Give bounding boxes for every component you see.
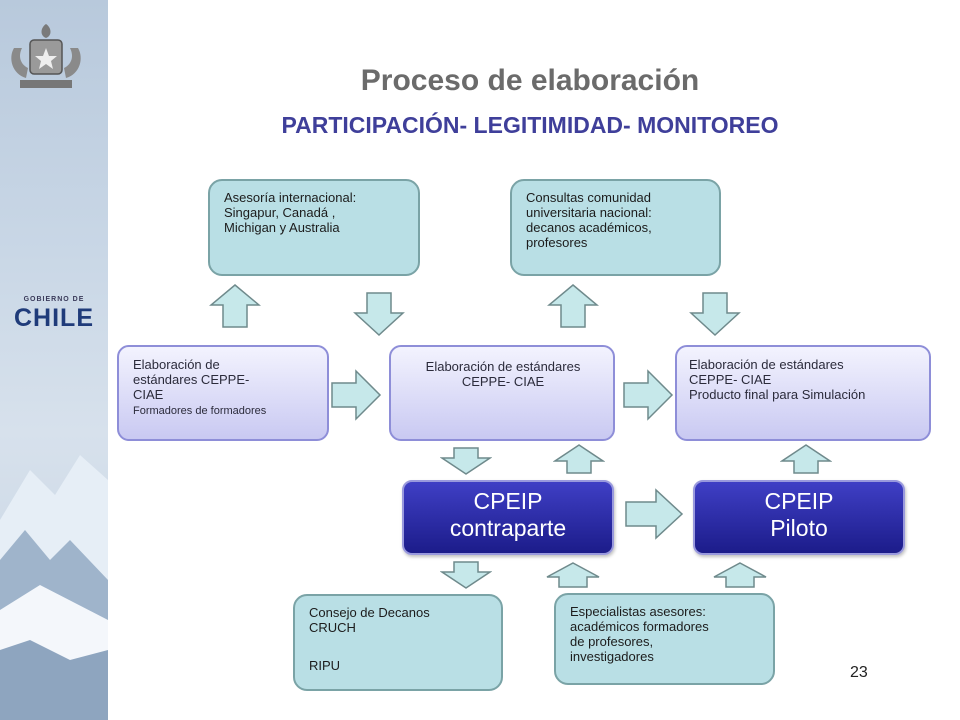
- page-number: 23: [850, 664, 868, 681]
- slide-title: Proceso de elaboración: [360, 64, 700, 97]
- elaboracion-formadores-box: Elaboración de estándares CEPPE- CIAE Fo…: [117, 345, 329, 441]
- box-note: Formadores de formadores: [133, 405, 267, 417]
- box-line: Especialistas asesores:: [570, 604, 706, 619]
- box-line: CIAE: [133, 387, 164, 402]
- box-line: decanos académicos,: [526, 220, 652, 235]
- box-line: CRUCH: [309, 620, 356, 635]
- mountain-strip: GOBIERNO DE CHILE: [0, 0, 108, 720]
- box-line: CPEIP: [764, 488, 834, 514]
- arrow-right-icon: [622, 369, 674, 421]
- box-line: Elaboración de estándares: [425, 359, 581, 374]
- arrow-up-icon: [553, 443, 605, 475]
- box-line: RIPU: [309, 658, 341, 673]
- box-line: contraparte: [449, 515, 567, 541]
- especialistas-asesores-box: Especialistas asesores: académicos forma…: [554, 593, 775, 685]
- arrow-down-icon: [353, 291, 405, 337]
- asesoria-internacional-box: Asesoría internacional: Singapur, Canadá…: [208, 179, 420, 276]
- cpeip-piloto-box: CPEIP Piloto: [693, 480, 905, 555]
- slide-subtitle: PARTICIPACIÓN- LEGITIMIDAD- MONITOREO: [281, 112, 779, 138]
- arrow-right-icon: [624, 488, 684, 540]
- box-line: Consultas comunidad: [526, 190, 652, 205]
- arrow-up-icon: [780, 443, 832, 475]
- box-line: Consejo de Decanos: [309, 605, 430, 620]
- box-line: Michigan y Australia: [224, 220, 340, 235]
- arrow-up-icon: [209, 283, 261, 329]
- logo-text-chile: CHILE: [14, 304, 94, 332]
- cpeip-contraparte-box: CPEIP contraparte: [402, 480, 614, 555]
- consejo-decanos-box: Consejo de Decanos CRUCH RIPU: [293, 594, 503, 691]
- arrow-down-icon: [440, 446, 492, 476]
- box-line: investigadores: [570, 649, 654, 664]
- box-line: Elaboración de estándares: [689, 357, 844, 372]
- box-line: Asesoría internacional:: [224, 190, 357, 205]
- box-line: estándares CEPPE-: [133, 372, 250, 387]
- elaboracion-producto-final-box: Elaboración de estándares CEPPE- CIAE Pr…: [675, 345, 931, 441]
- consultas-comunidad-box: Consultas comunidad universitaria nacion…: [510, 179, 721, 276]
- box-line: CEPPE- CIAE: [461, 374, 545, 389]
- box-line: de profesores,: [570, 634, 654, 649]
- box-line: [309, 635, 489, 650]
- box-line: profesores: [526, 235, 588, 250]
- box-line: Piloto: [770, 515, 828, 541]
- elaboracion-estandares-box: Elaboración de estándares CEPPE- CIAE: [389, 345, 615, 441]
- arrow-down-icon: [440, 560, 492, 590]
- box-line: universitaria nacional:: [526, 205, 652, 220]
- mountain-illustration: [0, 455, 108, 720]
- box-line: académicos formadores: [570, 619, 709, 634]
- arrow-down-icon: [689, 291, 741, 337]
- box-line: Singapur, Canadá ,: [224, 205, 336, 220]
- logo-text-gobierno: GOBIERNO DE: [23, 296, 85, 303]
- box-line: CEPPE- CIAE: [689, 372, 772, 387]
- arrow-up-icon: [712, 561, 768, 589]
- box-line: CPEIP: [473, 488, 543, 514]
- arrow-up-icon: [547, 283, 599, 329]
- arrow-up-icon: [545, 561, 601, 589]
- box-line: Elaboración de: [133, 357, 220, 372]
- arrow-right-icon: [330, 369, 382, 421]
- coat-of-arms-icon: [11, 24, 81, 88]
- box-line: Producto final para Simulación: [689, 387, 866, 402]
